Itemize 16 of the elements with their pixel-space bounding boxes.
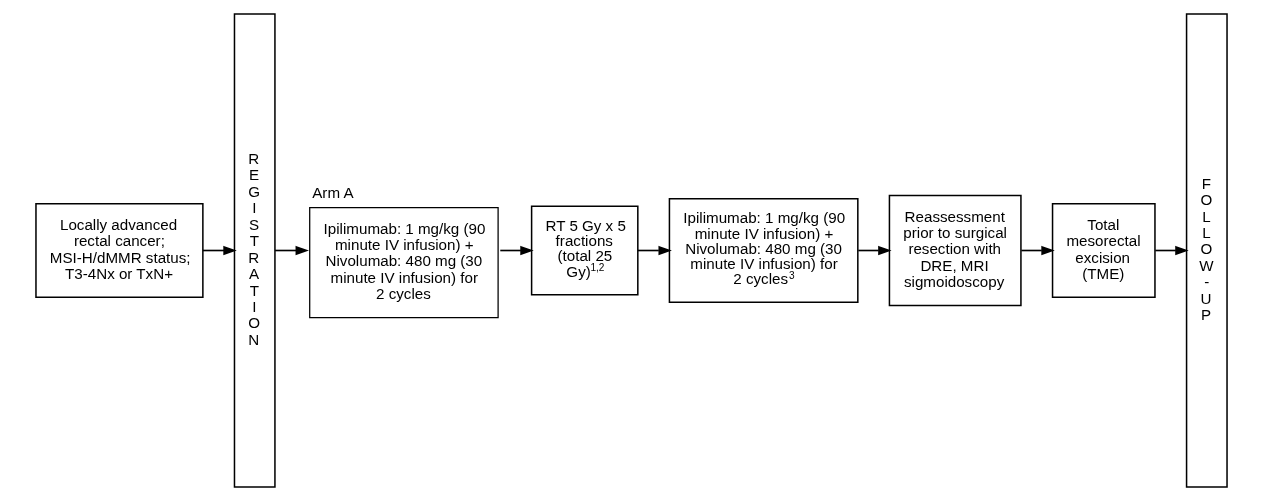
arrow: [202, 245, 237, 255]
arrow: [637, 245, 672, 255]
arrow: [274, 245, 309, 255]
node-box: Reassessment prior to surgical resection with DRE, MRI sigmoidoscopy: [888, 194, 1022, 306]
arrow: [1154, 245, 1189, 255]
node-box: Ipilimumab: 1 mg/kg (90 minute IV infusion) + Nivolumab: 480 mg (30 minute IV infusion) for 2 cycles$^{3}$: [668, 197, 859, 303]
node-box: Total mesorectal excision (TME): [1051, 202, 1156, 298]
node-box: Locally advanced rectal cancer; MSI-H/dMMR status; T3-4Nx or TxN+: [35, 202, 204, 298]
node-box: FOLLOW-UP: [1185, 12, 1228, 488]
arrow: [857, 245, 892, 255]
node-label: Arm A: [312, 183, 354, 201]
node-box: REGISTRATION: [233, 12, 276, 488]
node-box: RT 5 Gy x 5 fractions (total 25 Gy)$^{1,2}$: [530, 205, 639, 295]
node-box: Ipilimumab: 1 mg/kg (90 minute IV infusion) + Nivolumab: 480 mg (30 minute IV infusion) for 2 cycles: [309, 206, 499, 318]
arrow: [1020, 245, 1055, 255]
arrow: [499, 245, 534, 255]
